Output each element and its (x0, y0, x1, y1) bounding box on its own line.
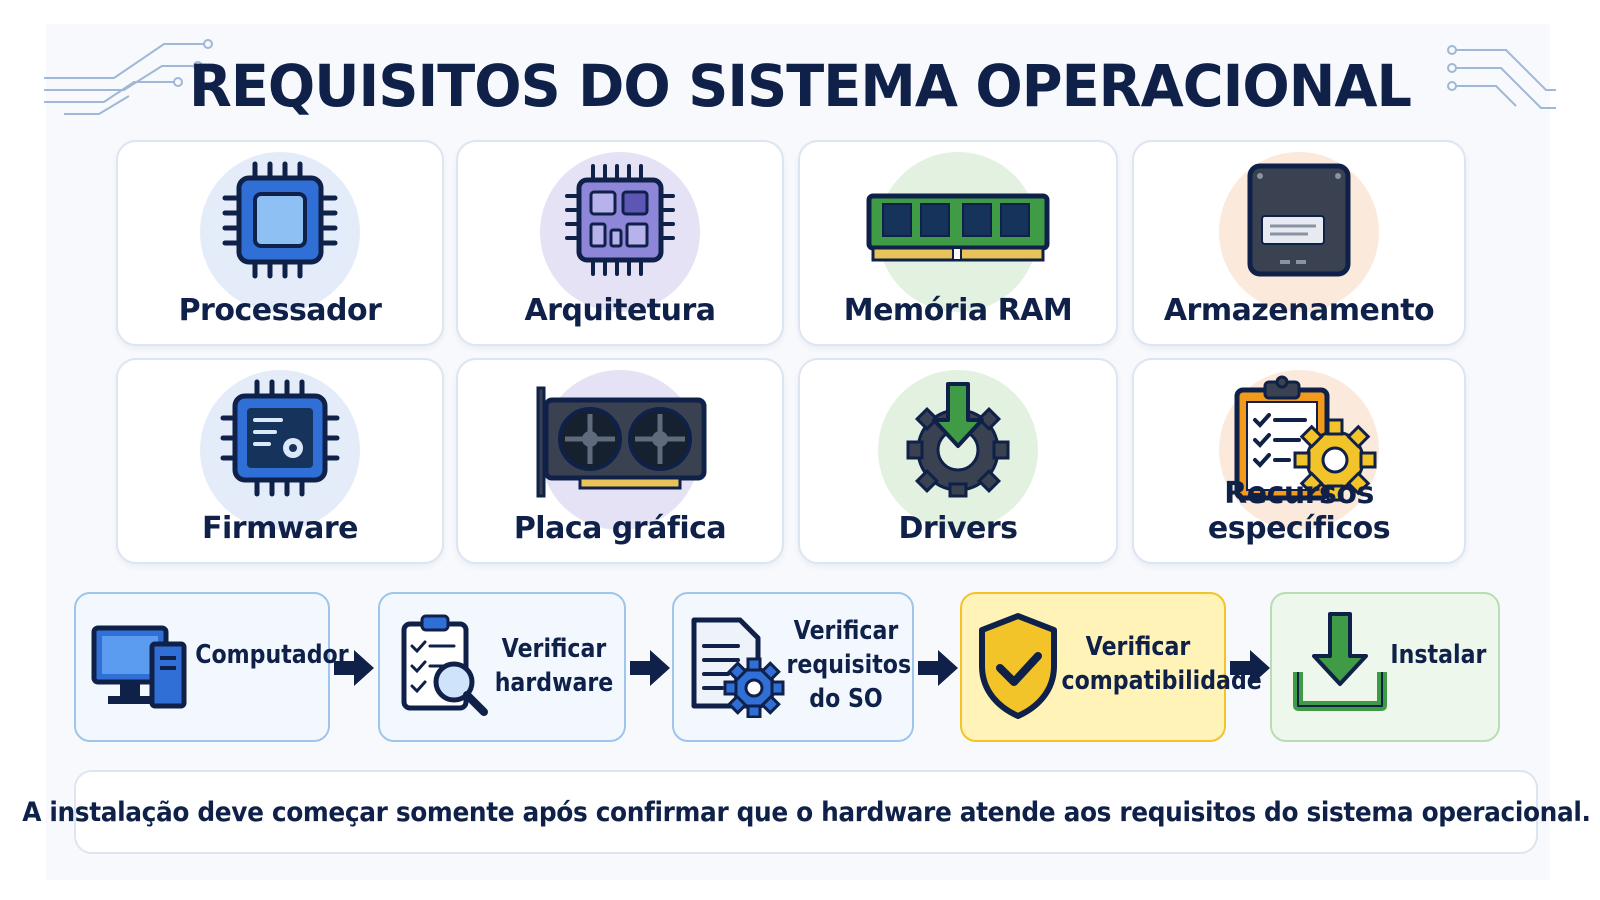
arrow-right-icon (334, 650, 374, 686)
circuit-decoration-left-icon (44, 39, 213, 115)
arrow-right-icon (630, 650, 670, 686)
flow-step-label: Instalar (1390, 640, 1487, 670)
arrow-right-icon (1230, 650, 1270, 686)
flow-step-verificar-compatibilidade: Verificar compatibilidade (960, 592, 1262, 742)
card-arquitetura: Arquitetura (456, 140, 784, 346)
circuit-decoration-right-icon (1447, 45, 1556, 109)
card-recursos-especificos: Recursos específicos (1132, 358, 1466, 564)
flow-step-instalar: Instalar (1270, 592, 1500, 742)
flow-step-label-line3: do SO (809, 684, 883, 714)
card-label: Drivers (898, 511, 1018, 546)
computer-icon (91, 625, 187, 709)
architecture-chip-icon (565, 164, 675, 276)
page-title: REQUISITOS DO SISTEMA OPERACIONAL (188, 52, 1412, 120)
footer-text: A instalação deve começar somente após c… (21, 796, 1591, 828)
card-label: Arquitetura (524, 293, 716, 328)
flow-step-computador: Computador (74, 592, 349, 742)
card-label: Placa gráfica (513, 511, 727, 546)
document-gear-icon (691, 617, 785, 718)
flow-step-verificar-requisitos: Verificar requisitos do SO (672, 592, 914, 742)
footer-note: A instalação deve começar somente após c… (22, 770, 1591, 854)
flow-step-verificar-hardware: Verificar hardware (378, 592, 626, 742)
card-label: Armazenamento (1163, 293, 1435, 328)
ram-module-icon (866, 193, 1050, 262)
firmware-chip-icon (220, 379, 340, 497)
arrow-right-icon (918, 650, 958, 686)
card-label: Memória RAM (843, 293, 1073, 328)
card-processador: Processador (116, 140, 444, 346)
card-memoria-ram: Memória RAM (798, 140, 1118, 346)
download-install-icon (1293, 612, 1387, 711)
graphics-card-icon (536, 386, 707, 498)
ssd-drive-icon (1247, 163, 1351, 277)
card-label: Firmware (202, 511, 358, 546)
flow-step-label-line1: Verificar (501, 634, 607, 664)
driver-gear-download-icon (906, 382, 1010, 498)
card-drivers: Drivers (798, 358, 1118, 564)
checklist-magnifier-icon (401, 614, 488, 716)
card-label: Recursos específicos (1207, 476, 1391, 546)
shield-check-icon (979, 613, 1057, 719)
clipboard-gear-icon (1234, 375, 1377, 502)
card-label: Processador (178, 293, 382, 328)
card-placa-grafica: Placa gráfica (456, 358, 784, 564)
cpu-chip-icon (222, 161, 338, 279)
card-armazenamento: Armazenamento (1132, 140, 1466, 346)
flow-step-label-line1: Verificar (1085, 632, 1191, 662)
flow-step-label: Computador (195, 640, 349, 670)
flow-step-label-line2: hardware (494, 668, 614, 698)
flow-step-label-line2: compatibilidade (1061, 666, 1262, 696)
flow-step-label-line2: requisitos (786, 650, 912, 680)
flow-step-label-line1: Verificar (793, 616, 899, 646)
card-firmware: Firmware (116, 358, 444, 564)
